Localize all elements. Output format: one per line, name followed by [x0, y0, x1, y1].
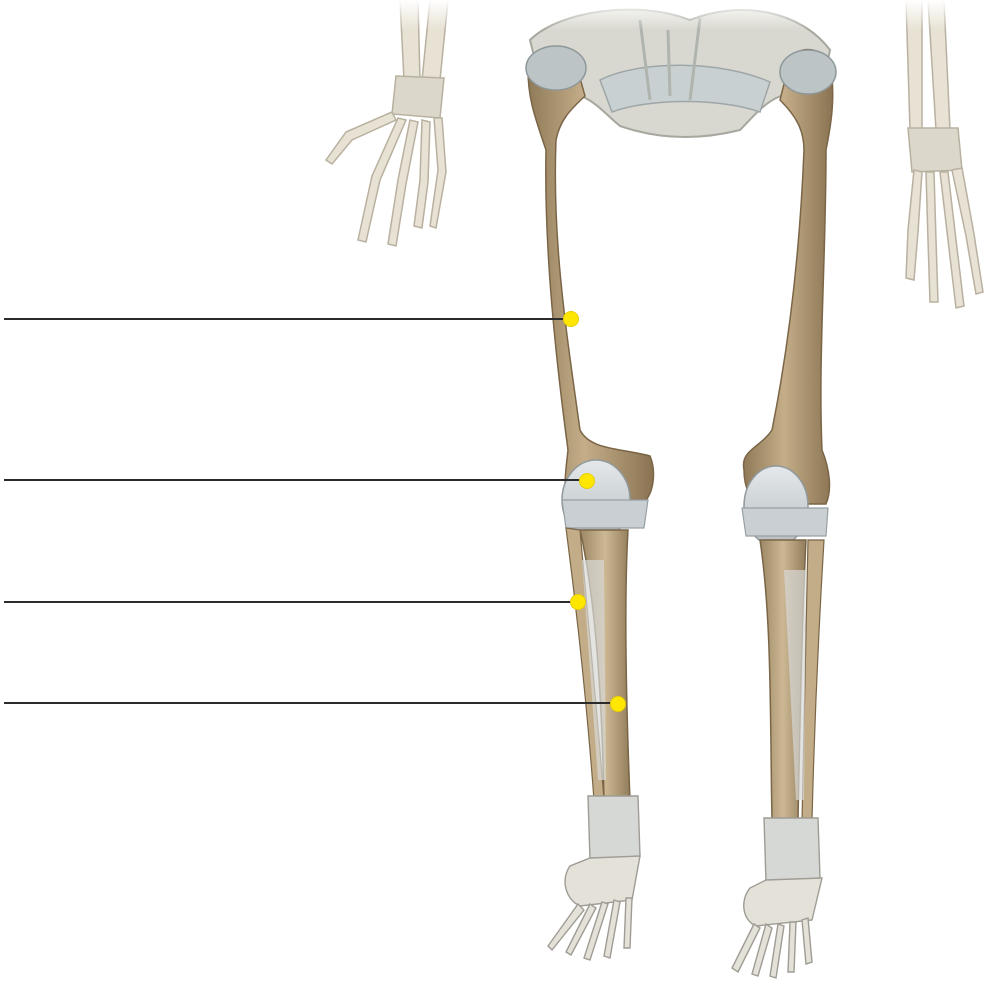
callout-2[interactable]	[4, 474, 595, 489]
marker-dot[interactable]	[611, 697, 626, 712]
femur-right	[743, 50, 836, 504]
callout-3[interactable]	[4, 595, 586, 610]
tibia-fibula-right	[760, 540, 824, 820]
marker-dot[interactable]	[580, 474, 595, 489]
tibia-fibula-left	[566, 528, 630, 800]
callout-4[interactable]	[4, 697, 626, 712]
callout-1[interactable]	[4, 312, 579, 327]
marker-dot[interactable]	[564, 312, 579, 327]
right-hand-bones	[906, 0, 983, 308]
marker-dot[interactable]	[571, 595, 586, 610]
pelvis	[0, 0, 987, 137]
left-hand-bones	[326, 0, 448, 246]
foot-left	[548, 796, 640, 960]
foot-right	[732, 818, 822, 978]
